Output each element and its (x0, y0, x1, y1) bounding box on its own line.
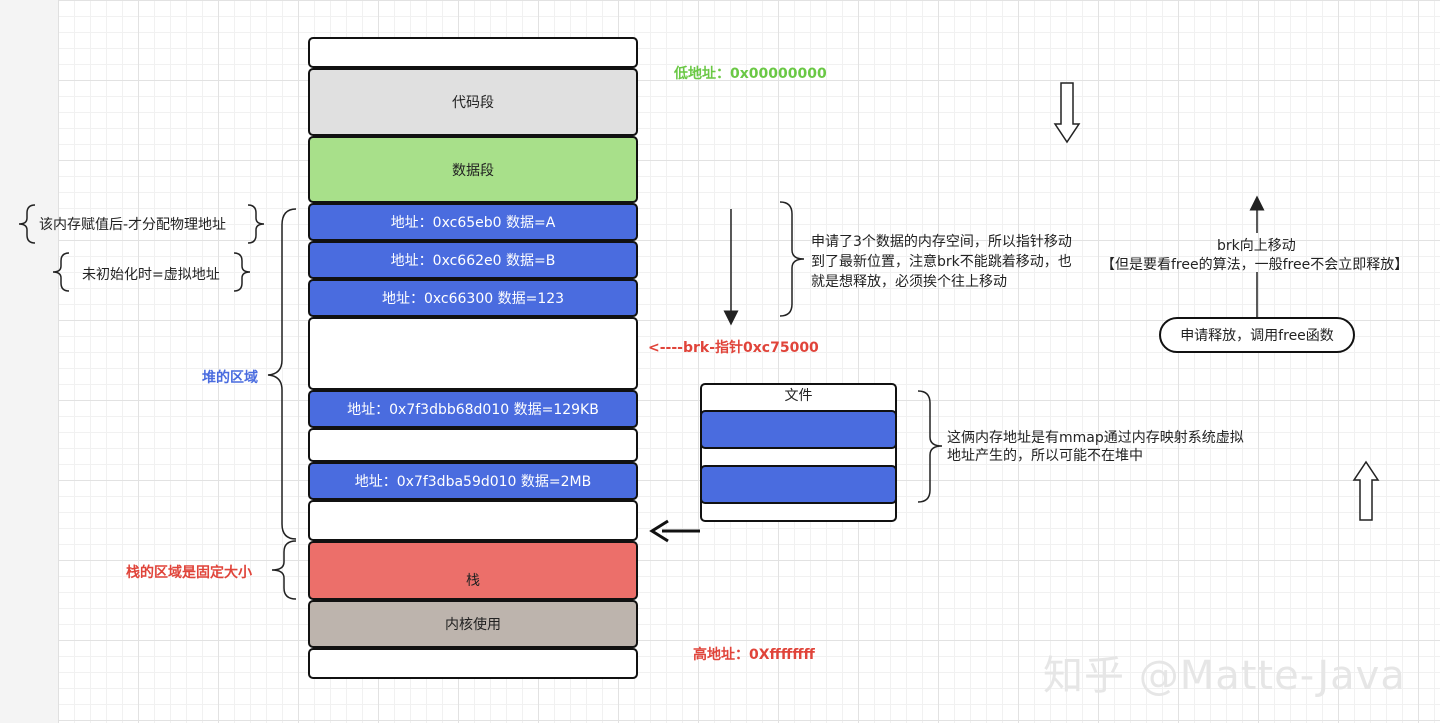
alloc-brace (779, 201, 805, 317)
virtual-note-right-brace (233, 252, 251, 292)
virtual-note-left-brace (52, 252, 70, 292)
mmap-block-1: 地址：0x7f3dbb68d010 数据=129KB (308, 390, 638, 428)
heap-region-label: 堆的区域 (202, 370, 258, 386)
hollow-down-arrow-icon (1053, 82, 1081, 144)
free-algorithm-note: 【但是要看free的算法，一般free不会立即释放】 (1101, 257, 1409, 273)
brk-up-label: brk向上移动 (1217, 238, 1296, 254)
physical-note-left-brace (18, 204, 36, 244)
physical-address-note: 该内存赋值后-才分配物理地址 (39, 217, 227, 233)
gap-block (308, 428, 638, 462)
heap-block-a: 地址：0xc65eb0 数据=A (308, 203, 638, 241)
bottom-empty-block (308, 648, 638, 679)
file-label: 文件 (784, 388, 813, 404)
file-mapped-block-2 (700, 465, 897, 504)
mmap-arrow-head (649, 519, 669, 543)
mmap-brace (917, 390, 943, 503)
stack-segment: 栈 (308, 541, 638, 600)
left-panel (0, 0, 59, 723)
kernel-segment: 内核使用 (308, 600, 638, 648)
high-address-label: 高地址：0Xffffffff (693, 647, 815, 663)
physical-note-right-brace (247, 204, 265, 244)
stack-brace (271, 540, 297, 600)
pre-stack-space (308, 500, 638, 541)
heap-block-c: 地址：0xc66300 数据=123 (308, 279, 638, 317)
stack-region-label: 栈的区域是固定大小 (126, 565, 252, 581)
heap-brace (267, 208, 297, 540)
mmap-note: 这俩内存地址是有mmap通过内存映射系统虚拟地址产生的，所以可能不在堆中 (947, 430, 1244, 464)
file-mapped-block-1 (700, 410, 897, 449)
heap-free-space (308, 317, 638, 390)
hollow-up-arrow-icon (1352, 460, 1380, 521)
top-empty-block (308, 37, 638, 68)
mmap-block-2: 地址：0x7f3dba59d010 数据=2MB (308, 462, 638, 500)
heap-block-b: 地址：0xc662e0 数据=B (308, 241, 638, 279)
low-address-label: 低地址：0x00000000 (674, 66, 827, 82)
code-segment: 代码段 (308, 68, 638, 136)
free-call-node: 申请释放，调用free函数 (1159, 317, 1355, 353)
watermark: 知乎 @Matte-Java (1043, 653, 1406, 699)
data-segment: 数据段 (308, 136, 638, 203)
allocation-note: 申请了3个数据的内存空间，所以指针移动到了最新位置，注意brk不能跳着移动，也就… (811, 234, 1072, 290)
virtual-address-note: 未初始化时=虚拟地址 (82, 267, 220, 283)
brk-pointer-label: <----brk-指针0xc75000 (648, 340, 819, 356)
